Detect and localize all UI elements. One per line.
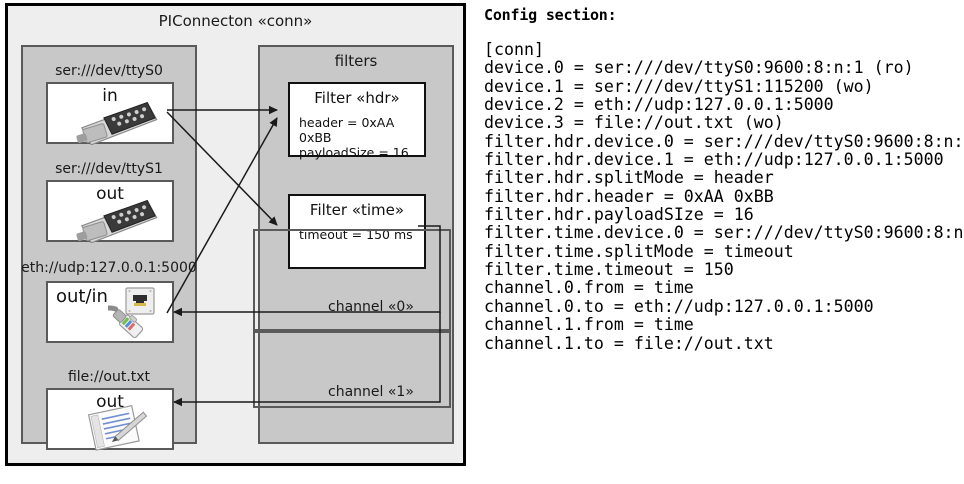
- serial-port-icon: [76, 199, 158, 243]
- ethernet-jack-icon: [108, 287, 155, 339]
- device-label-ttyS0: ser:///dev/ttyS0: [55, 63, 163, 79]
- filter-title-time: Filter «time»: [309, 201, 405, 219]
- device-direction-out-file: out: [96, 392, 124, 412]
- config-line: channel.0.to = eth://udp:127.0.0.1:5000: [484, 296, 874, 316]
- device-box-file[interactable]: out: [46, 388, 174, 451]
- config-text: [conn]device.0 = ser:///dev/ttyS0:9600:8…: [484, 40, 964, 353]
- text-file-icon: [87, 405, 148, 451]
- config-line: device.1 = ser:///dev/ttyS1:115200 (wo): [484, 76, 874, 96]
- config-line: filter.time.device.0 = ser:///dev/ttyS0:…: [484, 223, 964, 243]
- config-line: filter.hdr.device.0 = ser:///dev/ttyS0:9…: [484, 131, 964, 151]
- config-line: filter.hdr.header = 0xAA 0xBB: [484, 186, 774, 206]
- device-box-eth[interactable]: out/in: [46, 281, 174, 343]
- config-line: filter.time.timeout = 150: [484, 260, 734, 280]
- filter-body-hdr: header = 0xAA 0xBB payloadSize = 16: [299, 115, 424, 160]
- device-direction-out: out: [96, 184, 124, 204]
- device-box-ttyS0[interactable]: in: [46, 82, 174, 145]
- device-direction-in: in: [102, 86, 118, 106]
- diagram-title: PIConnecton «conn»: [158, 12, 313, 30]
- config-heading: Config section:: [484, 6, 617, 24]
- config-line: channel.0.from = time: [484, 278, 694, 298]
- config-section: Config section: [conn]device.0 = ser:///…: [484, 6, 964, 353]
- device-label-eth: eth://udp:127.0.0.1:5000: [21, 260, 197, 276]
- filter-box-hdr[interactable]: Filter «hdr» header = 0xAA 0xBB payloadS…: [288, 82, 426, 160]
- piconnecton-container: PIConnecton «conn» filters ser:///dev/tt…: [5, 3, 466, 466]
- config-line: channel.1.to = file://out.txt: [484, 333, 774, 353]
- filter-title-hdr: Filter «hdr»: [314, 89, 400, 107]
- config-line: filter.hdr.splitMode = header: [484, 168, 774, 188]
- channel-label-1: channel «1»: [328, 384, 414, 400]
- device-label-ttyS1: ser:///dev/ttyS1: [55, 161, 163, 177]
- config-line: filter.hdr.payloadSIze = 16: [484, 205, 754, 225]
- config-line: filter.time.splitMode = timeout: [484, 241, 794, 261]
- channel-box-0: [253, 229, 451, 331]
- device-box-ttyS1[interactable]: out: [46, 180, 174, 243]
- device-direction-out-in: out/in: [56, 286, 108, 307]
- filter-hdr-line-1: payloadSize = 16: [299, 145, 409, 160]
- config-line: channel.1.from = time: [484, 315, 694, 335]
- config-line: filter.hdr.device.1 = eth://udp:127.0.0.…: [484, 150, 944, 170]
- channel-label-0: channel «0»: [328, 299, 414, 315]
- config-line: device.2 = eth://udp:127.0.0.1:5000: [484, 95, 834, 115]
- device-label-file: file://out.txt: [67, 369, 151, 385]
- filters-group-title: filters: [334, 52, 378, 70]
- filter-hdr-line-0: header = 0xAA 0xBB: [299, 115, 395, 145]
- config-line: device.0 = ser:///dev/ttyS0:9600:8:n:1 (…: [484, 58, 914, 78]
- config-line: device.3 = file://out.txt (wo): [484, 113, 784, 133]
- config-line: [conn]: [484, 40, 544, 59]
- serial-port-icon: [76, 101, 158, 145]
